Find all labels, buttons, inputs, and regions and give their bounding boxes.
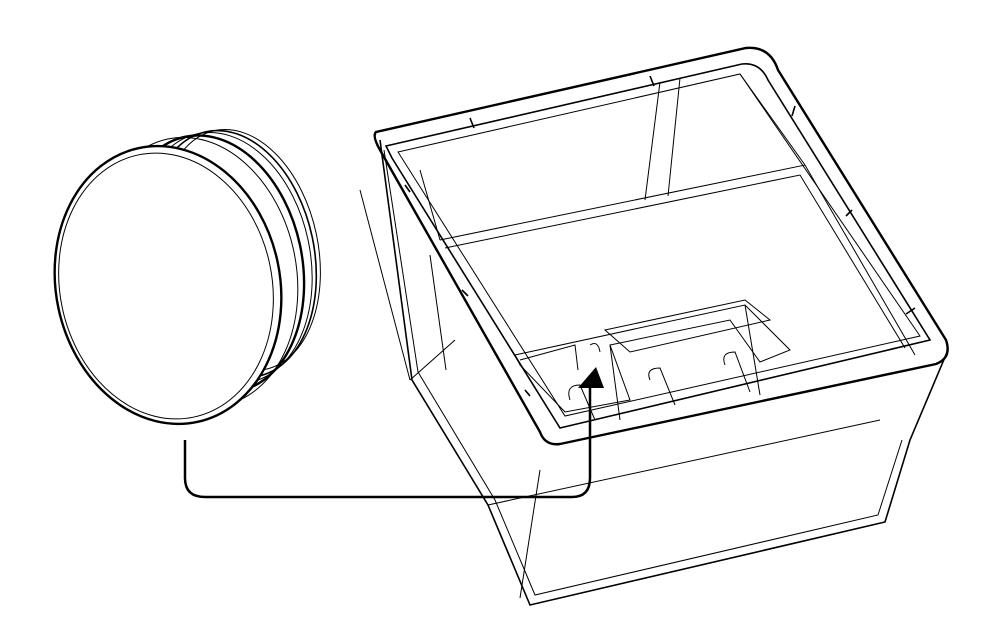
arrowhead-icon [578,367,604,388]
plug [53,129,321,426]
insertion-arrow [183,367,604,499]
planter-box [359,46,949,606]
